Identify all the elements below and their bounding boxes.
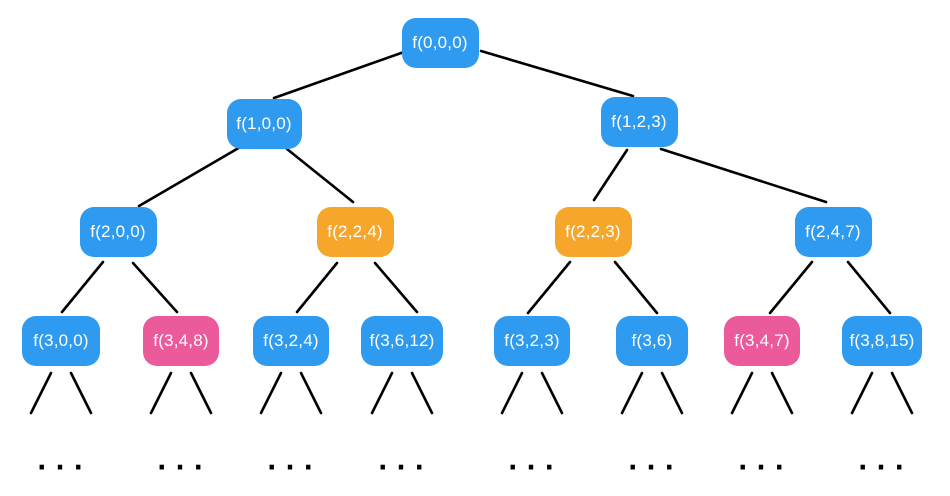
leaf-stub-left-f-3-8-15 xyxy=(850,371,874,415)
tree-node-f-2-2-3: f(2,2,3) xyxy=(554,207,632,257)
leaf-stub-left-f-3-6-12 xyxy=(370,371,394,415)
tree-edge-f-2-2-4-to-f-3-6-12 xyxy=(373,261,419,314)
tree-edge-f-2-2-3-to-f-3-6 xyxy=(613,260,659,315)
leaf-stub-right-f-3-2-4 xyxy=(299,371,323,415)
tree-node-f-2-2-4: f(2,2,4) xyxy=(316,207,394,257)
leaf-stub-right-f-3-2-3 xyxy=(540,371,564,415)
tree-edge-f-2-2-3-to-f-3-2-3 xyxy=(526,260,572,315)
tree-edge-f-0-0-0-to-f-1-0-0 xyxy=(272,50,406,100)
tree-node-f-3-8-15: f(3,8,15) xyxy=(842,316,922,366)
ellipsis-under-f-3-0-0: ... xyxy=(33,445,89,477)
ellipsis-under-f-3-4-8: ... xyxy=(153,445,209,477)
leaf-stub-right-f-3-0-0 xyxy=(69,371,93,415)
ellipsis-under-f-3-4-7: ... xyxy=(734,445,790,477)
ellipsis-under-f-3-8-15: ... xyxy=(854,445,910,477)
leaf-stub-right-f-3-8-15 xyxy=(890,371,914,415)
leaf-stub-right-f-3-6-12 xyxy=(410,371,434,415)
tree-node-f-1-2-3: f(1,2,3) xyxy=(600,97,678,147)
tree-edge-f-1-0-0-to-f-2-0-0 xyxy=(137,144,244,208)
leaf-stub-left-f-3-4-8 xyxy=(149,371,173,415)
tree-edge-f-1-2-3-to-f-2-4-7 xyxy=(659,147,828,204)
leaf-stub-left-f-3-2-4 xyxy=(259,371,283,415)
tree-edge-f-2-0-0-to-f-3-4-8 xyxy=(131,261,179,314)
leaf-stub-right-f-3-4-7 xyxy=(770,371,794,415)
tree-node-f-3-4-7: f(3,4,7) xyxy=(724,316,800,366)
tree-node-f-3-6-12: f(3,6,12) xyxy=(361,316,443,366)
tree-node-f-3-6: f(3,6) xyxy=(616,316,688,366)
leaf-stub-right-f-3-6 xyxy=(660,371,684,415)
ellipsis-under-f-3-6: ... xyxy=(624,445,680,477)
leaf-stub-left-f-3-2-3 xyxy=(500,371,524,415)
tree-edge-f-1-2-3-to-f-2-2-3 xyxy=(592,148,629,202)
tree-node-f-1-0-0: f(1,0,0) xyxy=(226,99,302,149)
tree-node-f-2-4-7: f(2,4,7) xyxy=(794,207,872,257)
tree-edge-f-2-0-0-to-f-3-0-0 xyxy=(60,260,105,314)
tree-node-f-2-0-0: f(2,0,0) xyxy=(79,207,157,257)
leaf-stub-left-f-3-6 xyxy=(620,371,644,415)
tree-edge-f-1-0-0-to-f-2-2-4 xyxy=(285,147,355,204)
tree-node-f-3-2-3: f(3,2,3) xyxy=(494,316,570,366)
ellipsis-under-f-3-6-12: ... xyxy=(374,445,430,477)
tree-edge-f-2-4-7-to-f-3-8-15 xyxy=(846,260,892,315)
tree-node-f-3-0-0: f(3,0,0) xyxy=(22,316,100,366)
tree-edge-f-0-0-0-to-f-1-2-3 xyxy=(479,49,635,98)
leaf-stub-right-f-3-4-8 xyxy=(189,371,213,415)
ellipsis-under-f-3-2-4: ... xyxy=(263,445,319,477)
tree-edge-f-2-4-7-to-f-3-4-7 xyxy=(768,260,814,315)
tree-edge-f-2-2-4-to-f-3-2-4 xyxy=(295,261,339,314)
leaf-stub-left-f-3-4-7 xyxy=(730,371,754,415)
ellipsis-under-f-3-2-3: ... xyxy=(504,445,560,477)
leaf-stub-left-f-3-0-0 xyxy=(29,371,53,415)
tree-node-f-3-2-4: f(3,2,4) xyxy=(253,316,329,366)
tree-node-f-3-4-8: f(3,4,8) xyxy=(143,316,219,366)
tree-node-f-0-0-0: f(0,0,0) xyxy=(401,18,479,68)
